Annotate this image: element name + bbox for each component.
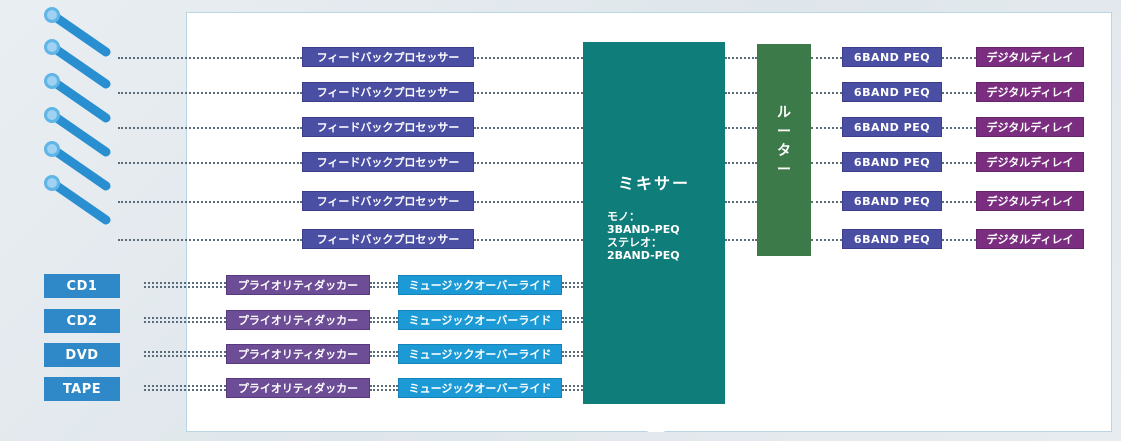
signal-line (942, 239, 976, 241)
digital-delay: デジタルディレイ (976, 191, 1084, 211)
signal-line (811, 92, 842, 94)
signal-line (474, 201, 583, 203)
signal-line (725, 57, 757, 59)
signal-line (811, 127, 842, 129)
digital-delay: デジタルディレイ (976, 117, 1084, 137)
music-override: ミュージックオーバーライド (398, 344, 562, 364)
router-block: ル ー タ ー (757, 44, 811, 256)
feedback-processor: フィードバックプロセッサー (302, 191, 474, 211)
signal-line (118, 201, 302, 203)
priority-ducker: プライオリティダッカー (226, 310, 370, 330)
source-dvd: DVD (44, 343, 120, 367)
priority-ducker: プライオリティダッカー (226, 378, 370, 398)
signal-line (942, 57, 976, 59)
signal-line (942, 127, 976, 129)
signal-line (725, 127, 757, 129)
stereo-signal-line (370, 282, 398, 288)
digital-delay: デジタルディレイ (976, 82, 1084, 102)
stereo-signal-line (562, 351, 583, 357)
feedback-processor: フィードバックプロセッサー (302, 152, 474, 172)
music-override: ミュージックオーバーライド (398, 275, 562, 295)
stereo-signal-line (144, 351, 226, 357)
stereo-signal-line (562, 385, 583, 391)
signal-line (725, 162, 757, 164)
microphone-icon (44, 73, 111, 123)
signal-line (474, 162, 583, 164)
stereo-signal-line (144, 385, 226, 391)
stereo-signal-line (370, 351, 398, 357)
signal-line (725, 201, 757, 203)
microphone-icon (44, 107, 111, 157)
signal-line (474, 127, 583, 129)
feedback-processor: フィードバックプロセッサー (302, 229, 474, 249)
signal-line (811, 239, 842, 241)
signal-line (474, 92, 583, 94)
digital-delay: デジタルディレイ (976, 47, 1084, 67)
signal-line (118, 127, 302, 129)
stereo-signal-line (370, 385, 398, 391)
source-cd2: CD2 (44, 309, 120, 333)
stereo-signal-line (562, 282, 583, 288)
signal-line (942, 92, 976, 94)
signal-line (942, 162, 976, 164)
signal-line (118, 92, 302, 94)
feedback-processor: フィードバックプロセッサー (302, 47, 474, 67)
peq-block: 6BAND PEQ (842, 47, 942, 67)
signal-line (725, 92, 757, 94)
panel-notch (647, 424, 665, 432)
mixer-description: モノ： 3BAND-PEQ ステレオ： 2BAND-PEQ (607, 210, 680, 262)
microphone-icon (44, 7, 111, 57)
signal-line (474, 239, 583, 241)
priority-ducker: プライオリティダッカー (226, 344, 370, 364)
signal-line (725, 239, 757, 241)
mixer-block: ミキサー モノ： 3BAND-PEQ ステレオ： 2BAND-PEQ (583, 42, 725, 404)
priority-ducker: プライオリティダッカー (226, 275, 370, 295)
peq-block: 6BAND PEQ (842, 152, 942, 172)
signal-line (942, 201, 976, 203)
signal-line (811, 201, 842, 203)
mixer-title: ミキサー (617, 174, 690, 193)
signal-line (118, 162, 302, 164)
microphone-icon (44, 141, 111, 191)
signal-line (811, 57, 842, 59)
stereo-signal-line (562, 317, 583, 323)
microphone-icon (44, 175, 111, 225)
stereo-signal-line (144, 282, 226, 288)
digital-delay: デジタルディレイ (976, 152, 1084, 172)
music-override: ミュージックオーバーライド (398, 310, 562, 330)
router-char: ー (777, 124, 791, 140)
router-char: ル (777, 105, 791, 121)
signal-line (118, 57, 302, 59)
signal-line (474, 57, 583, 59)
signal-line (118, 239, 302, 241)
router-char: タ (777, 143, 791, 159)
stereo-signal-line (370, 317, 398, 323)
source-cd1: CD1 (44, 274, 120, 298)
peq-block: 6BAND PEQ (842, 229, 942, 249)
peq-block: 6BAND PEQ (842, 82, 942, 102)
router-char: ー (777, 162, 791, 178)
feedback-processor: フィードバックプロセッサー (302, 82, 474, 102)
router-label: ル ー タ ー (757, 104, 811, 180)
music-override: ミュージックオーバーライド (398, 378, 562, 398)
peq-block: 6BAND PEQ (842, 191, 942, 211)
peq-block: 6BAND PEQ (842, 117, 942, 137)
feedback-processor: フィードバックプロセッサー (302, 117, 474, 137)
digital-delay: デジタルディレイ (976, 229, 1084, 249)
signal-line (811, 162, 842, 164)
stereo-signal-line (144, 317, 226, 323)
microphone-icon (44, 39, 111, 89)
source-tape: TAPE (44, 377, 120, 401)
